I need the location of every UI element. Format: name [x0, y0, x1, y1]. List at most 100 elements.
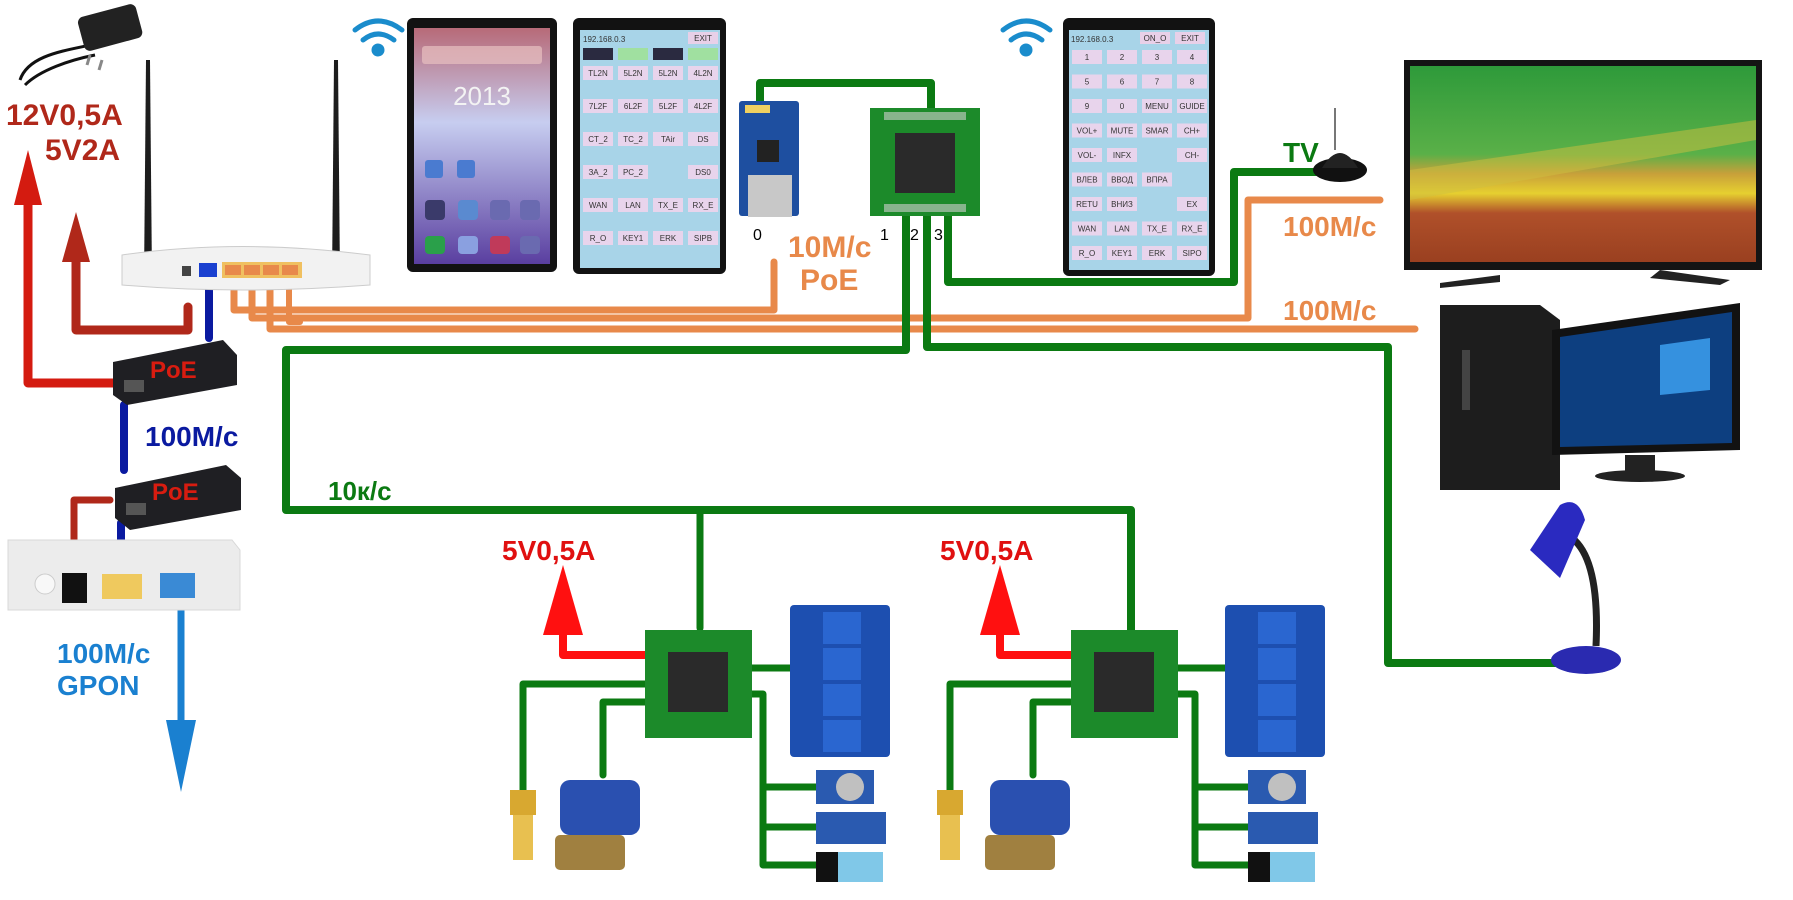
remote-button-bg[interactable] [1072, 99, 1102, 113]
app-button-bg[interactable] [653, 132, 683, 146]
app-button-label[interactable]: 5L2N [623, 69, 642, 78]
remote-button-label[interactable]: SIPO [1182, 249, 1201, 258]
remote-button-label[interactable]: RX_E [1182, 225, 1203, 234]
remote-onoff-button[interactable]: ON_O [1144, 34, 1167, 43]
remote-button-label[interactable]: RETU [1076, 200, 1098, 209]
app-button-label[interactable]: DS0 [695, 168, 711, 177]
remote-button-bg[interactable] [1072, 246, 1102, 260]
app-button-bg[interactable] [583, 198, 613, 212]
app-button-bg[interactable] [653, 231, 683, 245]
remote-button-bg[interactable] [1142, 123, 1172, 138]
remote-button-label[interactable]: ВВОД [1111, 176, 1133, 185]
remote-button-label[interactable]: 8 [1190, 78, 1195, 87]
remote-button-label[interactable]: INFX [1113, 151, 1132, 160]
remote-button-bg[interactable] [1177, 221, 1207, 236]
remote-button-label[interactable]: CH+ [1184, 127, 1201, 136]
app-button-bg[interactable] [618, 132, 648, 146]
app-button-label[interactable]: 4L2N [693, 69, 712, 78]
remote-button-bg[interactable] [1072, 172, 1102, 187]
remote-button-label[interactable]: 9 [1085, 102, 1090, 111]
remote-button-label[interactable]: SMAR [1145, 127, 1168, 136]
remote-button-label[interactable]: 3 [1155, 53, 1160, 62]
remote-button-label[interactable]: LAN [1114, 225, 1130, 234]
remote-button-label[interactable]: KEY1 [1112, 249, 1133, 258]
app-button-label[interactable]: R_O [590, 234, 606, 243]
app-button-label[interactable]: LAN [625, 201, 641, 210]
remote-button-bg[interactable] [1072, 148, 1102, 162]
remote-button-label[interactable]: R_O [1079, 249, 1095, 258]
remote-button-bg[interactable] [1107, 148, 1137, 162]
app-button-bg[interactable] [583, 99, 613, 113]
remote-button-bg[interactable] [1142, 50, 1172, 64]
app-button-bg[interactable] [583, 165, 613, 179]
remote-button-label[interactable]: MUTE [1111, 127, 1134, 136]
remote-button-label[interactable]: MENU [1145, 102, 1169, 111]
remote-button-label[interactable]: WAN [1078, 225, 1097, 234]
remote-button-bg[interactable] [1142, 74, 1172, 89]
app-button-bg[interactable] [688, 132, 718, 146]
remote-button-bg[interactable] [1177, 99, 1207, 113]
remote-button-label[interactable]: 5 [1085, 78, 1090, 87]
remote-button-bg[interactable] [1177, 246, 1207, 260]
app-button-bg[interactable] [583, 132, 613, 146]
remote-button-bg[interactable] [1142, 172, 1172, 187]
remote-button-label[interactable]: 2 [1120, 53, 1125, 62]
app-button-bg[interactable] [618, 198, 648, 212]
app-button-bg[interactable] [583, 66, 613, 80]
app-button-label[interactable]: 4L2F [694, 102, 712, 111]
remote-button-bg[interactable] [1107, 172, 1137, 187]
app-button-label[interactable]: TL2N [588, 69, 608, 78]
app-button-label[interactable]: РС_2 [623, 168, 643, 177]
remote-button-label[interactable]: 7 [1155, 78, 1160, 87]
remote-button-bg[interactable] [1177, 123, 1207, 138]
app-button-label[interactable]: 5L2F [659, 102, 677, 111]
remote-button-label[interactable]: ВЛЕВ [1076, 176, 1097, 185]
remote-button-label[interactable]: VOL+ [1077, 127, 1098, 136]
remote-button-bg[interactable] [1107, 197, 1137, 211]
app-button-label[interactable]: SIPB [694, 234, 712, 243]
remote-button-bg[interactable] [1072, 221, 1102, 236]
remote-button-bg[interactable] [1107, 99, 1137, 113]
remote-button-label[interactable]: VOL- [1078, 151, 1097, 160]
remote-button-label[interactable]: CH- [1185, 151, 1200, 160]
app-button-bg[interactable] [688, 231, 718, 245]
remote-button-bg[interactable] [1142, 246, 1172, 260]
app-button-bg[interactable] [618, 231, 648, 245]
remote-button-bg[interactable] [1142, 221, 1172, 236]
app-button-label[interactable]: KEY1 [623, 234, 644, 243]
app-button-bg[interactable] [618, 165, 648, 179]
app-button-bg[interactable] [688, 165, 718, 179]
app-button-bg[interactable] [688, 99, 718, 113]
remote-button-label[interactable]: ERK [1149, 249, 1166, 258]
remote-button-label[interactable]: ВПРА [1146, 176, 1168, 185]
remote-button-bg[interactable] [1107, 74, 1137, 89]
app-exit-button[interactable]: EXIT [694, 34, 712, 43]
remote-exit-button[interactable]: EXIT [1181, 34, 1199, 43]
app-button-bg[interactable] [653, 99, 683, 113]
app-button-bg[interactable] [653, 66, 683, 80]
remote-button-bg[interactable] [1177, 74, 1207, 89]
remote-button-bg[interactable] [1177, 197, 1207, 211]
app-button-label[interactable]: DS [697, 135, 708, 144]
remote-button-bg[interactable] [1107, 246, 1137, 260]
remote-button-label[interactable]: EX [1187, 200, 1198, 209]
remote-button-bg[interactable] [1072, 50, 1102, 64]
remote-button-bg[interactable] [1177, 148, 1207, 162]
app-button-label[interactable]: CT_2 [588, 135, 608, 144]
remote-button-label[interactable]: 4 [1190, 53, 1195, 62]
remote-button-label[interactable]: 6 [1120, 78, 1125, 87]
remote-button-label[interactable]: 0 [1120, 102, 1125, 111]
app-button-label[interactable]: 5L2N [658, 69, 677, 78]
remote-button-bg[interactable] [1072, 74, 1102, 89]
app-button-label[interactable]: ERK [660, 234, 677, 243]
remote-button-bg[interactable] [1107, 123, 1137, 138]
app-button-bg[interactable] [583, 231, 613, 245]
app-button-label[interactable]: TX_E [658, 201, 678, 210]
remote-button-label[interactable]: GUIDE [1179, 102, 1204, 111]
app-button-bg[interactable] [618, 99, 648, 113]
app-button-bg[interactable] [688, 66, 718, 80]
app-button-bg[interactable] [618, 66, 648, 80]
app-button-label[interactable]: TC_2 [623, 135, 643, 144]
remote-button-bg[interactable] [1142, 99, 1172, 113]
remote-button-bg[interactable] [1177, 50, 1207, 64]
